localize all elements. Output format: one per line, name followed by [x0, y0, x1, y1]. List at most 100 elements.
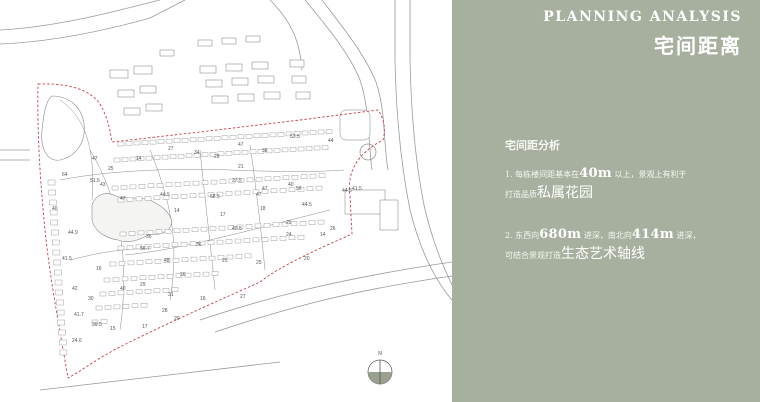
distance-label: 56.7: [140, 246, 150, 252]
house-footprint: [144, 196, 152, 201]
distance-label: 26: [330, 226, 336, 232]
house-footprint: [198, 192, 206, 198]
house-footprint: [148, 275, 156, 280]
house-footprint: [318, 173, 326, 178]
house-footprint: [217, 151, 225, 157]
house-footprint: [228, 178, 236, 184]
house-footprint: [192, 180, 200, 186]
house-footprint: [300, 174, 308, 179]
house-footprint: [135, 244, 143, 250]
house-footprint: [306, 186, 314, 191]
distance-label: 53.5: [290, 134, 300, 140]
house-footprint: [218, 225, 226, 231]
distance-label: 27: [240, 294, 246, 300]
house-footprint: [171, 194, 179, 200]
house-footprint: [165, 182, 173, 188]
title-chinese: 宅间距离: [654, 34, 742, 58]
item2-value-2: 414m: [631, 227, 674, 242]
house-footprint: [184, 272, 192, 278]
house-footprint: [315, 185, 323, 191]
house-footprint: [234, 238, 242, 244]
house-footprint: [173, 228, 181, 234]
house-footprint: [285, 131, 293, 137]
house-footprint: [253, 133, 261, 139]
house-footprint: [210, 179, 218, 185]
analysis-panel: PLANNING ANALYSIS 宅间距离 宅间距分析 1. 每栋楼间距基本在…: [452, 0, 760, 402]
northern-buildings: [109, 35, 399, 231]
house-footprint: [117, 245, 125, 251]
distance-label: 64: [62, 172, 68, 178]
house-footprint: [216, 239, 224, 245]
distance-label: 24.6: [72, 338, 82, 344]
house-footprint: [59, 349, 68, 356]
house-footprint: [137, 156, 145, 161]
house-footprint: [47, 179, 56, 186]
house-footprint: [227, 225, 235, 230]
roundabout: [359, 143, 377, 161]
house-footprint: [162, 288, 170, 293]
distance-label: 25: [222, 258, 228, 264]
house-footprint: [181, 257, 189, 262]
item1-suffix: 以上，景观上有利于: [614, 170, 687, 179]
distance-label: 47: [256, 192, 262, 198]
house-footprint: [261, 133, 269, 138]
house-footprint: [104, 305, 112, 310]
house-footprint: [153, 288, 161, 293]
house-footprint: [117, 141, 125, 147]
house-footprint: [54, 269, 62, 276]
house-footprint: [225, 239, 233, 244]
distance-label: 31: [168, 292, 174, 298]
house-footprint: [289, 147, 297, 152]
house-footprint: [202, 271, 210, 277]
distance-label: 17: [142, 324, 148, 330]
distance-label: 41.5: [62, 256, 72, 262]
house-footprint: [140, 303, 148, 308]
house-footprint: [100, 319, 108, 324]
distance-label: 43: [100, 182, 106, 188]
distance-label: 20: [304, 256, 310, 262]
house-footprint: [128, 231, 136, 236]
distance-label: 27: [168, 146, 174, 152]
house-footprint: [255, 177, 263, 182]
house-footprint: [126, 290, 134, 295]
distance-label: 44.9: [68, 230, 78, 236]
item2-prefix: 2. 东西向: [505, 231, 540, 240]
house-footprint: [145, 155, 153, 161]
house-footprint: [56, 309, 65, 316]
house-footprint: [245, 134, 253, 139]
house-footprint: [207, 240, 215, 245]
house-footprint: [157, 274, 165, 279]
house-footprint: [200, 226, 208, 232]
house-footprint: [205, 136, 213, 141]
distance-label: 16: [96, 266, 102, 272]
house-footprint: [273, 148, 281, 153]
house-footprint: [313, 145, 321, 151]
house-footprint: [138, 184, 146, 189]
house-footprint: [245, 224, 253, 229]
distance-label: 34: [194, 150, 200, 156]
house-footprint: [244, 253, 252, 259]
house-footprint: [155, 229, 163, 235]
house-footprint: [161, 154, 169, 160]
distance-label: 39.5: [92, 322, 102, 328]
house-footprint: [226, 254, 234, 260]
house-footprint: [182, 227, 190, 233]
house-footprint: [269, 132, 277, 138]
house-footprint: [297, 146, 305, 152]
house-footprint: [103, 277, 111, 283]
house-footprint: [293, 131, 301, 136]
distance-label: 28: [162, 308, 168, 314]
house-footprint: [282, 175, 290, 180]
house-footprint: [211, 271, 219, 276]
house-footprint: [112, 277, 120, 282]
distance-label: 42: [72, 286, 78, 292]
distance-label: 25: [108, 166, 114, 172]
house-footprint: [261, 189, 269, 194]
distance-label: 25: [256, 260, 262, 266]
house-footprint: [153, 155, 161, 160]
distance-label: 44.5: [302, 202, 312, 208]
house-footprint: [129, 184, 137, 190]
house-footprint: [117, 197, 125, 203]
house-footprint: [243, 238, 251, 243]
house-footprint: [241, 150, 249, 155]
